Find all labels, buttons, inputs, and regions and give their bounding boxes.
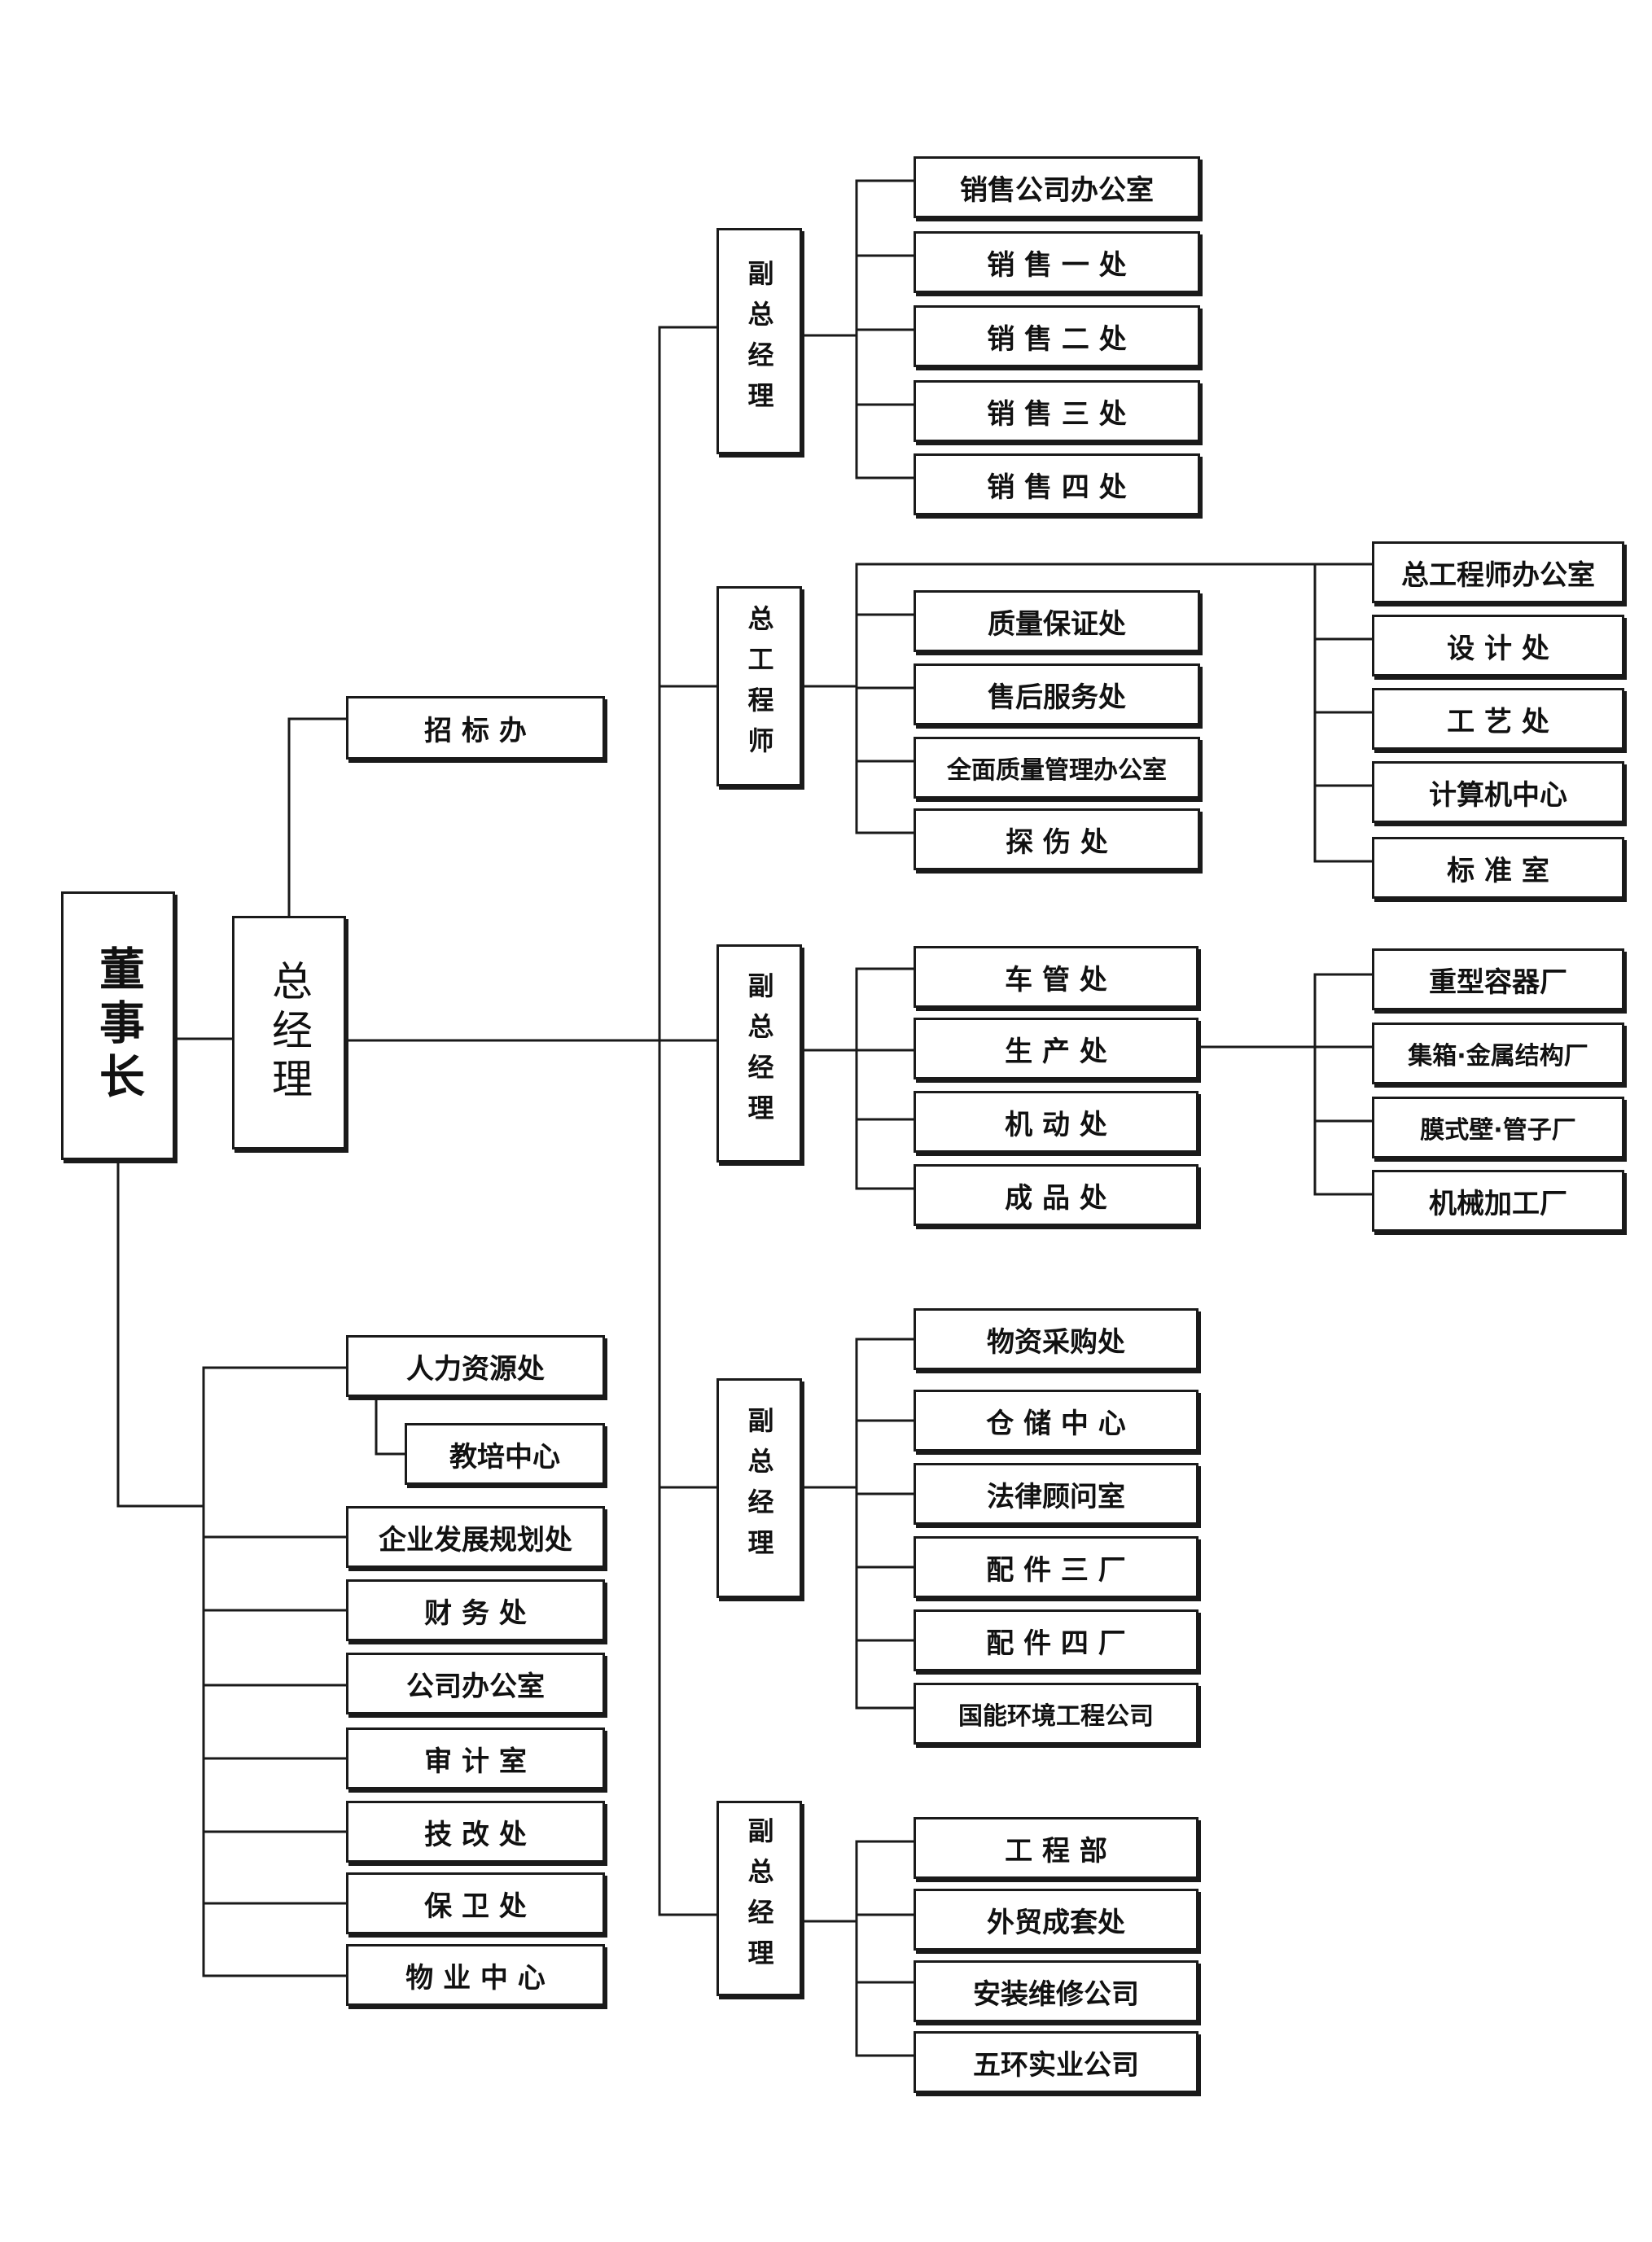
staff-dept-security: 保 卫 处 <box>346 1872 605 1934</box>
bidding-office-box: 招 标 办 <box>346 696 605 760</box>
sales-unit-office: 销售公司办公室 <box>914 156 1200 218</box>
staff-dept-property: 物 业 中 心 <box>346 1944 605 2006</box>
general-manager-box: 总经理 <box>232 916 346 1149</box>
ce-right-design: 设 计 处 <box>1372 615 1624 677</box>
deputy-gm-sales-box: 副总经理 <box>716 228 802 454</box>
ce-unit-quality-assurance: 质量保证处 <box>914 590 1200 652</box>
prod-unit-finished-goods: 成 品 处 <box>914 1164 1198 1226</box>
sales-unit-3: 销 售 三 处 <box>914 380 1200 442</box>
supply-unit-legal: 法律顾问室 <box>914 1463 1198 1525</box>
supply-unit-storage: 仓 储 中 心 <box>914 1390 1198 1452</box>
supply-unit-procurement: 物资采购处 <box>914 1308 1198 1370</box>
ce-unit-flaw-detection: 探 伤 处 <box>914 808 1200 870</box>
prod-unit-mechanical: 机 动 处 <box>914 1091 1198 1153</box>
deputy-gm-engineering-box: 副总经理 <box>716 1801 802 1996</box>
staff-dept-training-center: 教培中心 <box>405 1423 605 1485</box>
factory-machining: 机械加工厂 <box>1372 1170 1624 1232</box>
factory-membrane-wall-tube: 膜式壁·管子厂 <box>1372 1097 1624 1158</box>
staff-dept-hr: 人力资源处 <box>346 1335 605 1397</box>
eng-unit-engineering-dept: 工 程 部 <box>914 1817 1198 1879</box>
sales-unit-4: 销 售 四 处 <box>914 453 1200 515</box>
staff-dept-audit: 审 计 室 <box>346 1727 605 1789</box>
ce-right-office: 总工程师办公室 <box>1372 541 1624 603</box>
eng-unit-foreign-trade: 外贸成套处 <box>914 1889 1198 1951</box>
factory-header-steel-structure: 集箱·金属结构厂 <box>1372 1022 1624 1084</box>
deputy-gm-production-box: 副总经理 <box>716 944 802 1163</box>
sales-unit-2: 销 售 二 处 <box>914 305 1200 367</box>
prod-unit-production: 生 产 处 <box>914 1018 1198 1079</box>
ce-unit-tqm-office: 全面质量管理办公室 <box>914 737 1200 799</box>
staff-dept-planning: 企业发展规划处 <box>346 1506 605 1568</box>
ce-unit-after-sales: 售后服务处 <box>914 663 1200 725</box>
supply-unit-guoneng-env: 国能环境工程公司 <box>914 1683 1198 1745</box>
staff-dept-tech-reform: 技 改 处 <box>346 1801 605 1863</box>
ce-right-computer-center: 计算机中心 <box>1372 761 1624 823</box>
staff-dept-finance: 财 务 处 <box>346 1579 605 1641</box>
supply-unit-parts-3: 配 件 三 厂 <box>914 1536 1198 1598</box>
eng-unit-wuhuan: 五环实业公司 <box>914 2031 1198 2093</box>
chief-engineer-box: 总工程师 <box>716 586 802 786</box>
staff-dept-company-office: 公司办公室 <box>346 1653 605 1714</box>
ce-right-process: 工 艺 处 <box>1372 688 1624 750</box>
sales-unit-1: 销 售 一 处 <box>914 231 1200 293</box>
ce-right-standards: 标 准 室 <box>1372 837 1624 899</box>
chairman-box: 董事长 <box>61 891 175 1160</box>
factory-heavy-vessel: 重型容器厂 <box>1372 948 1624 1010</box>
prod-unit-vehicle: 车 管 处 <box>914 946 1198 1008</box>
supply-unit-parts-4: 配 件 四 厂 <box>914 1609 1198 1671</box>
deputy-gm-supply-box: 副总经理 <box>716 1378 802 1598</box>
eng-unit-installation: 安装维修公司 <box>914 1960 1198 2022</box>
